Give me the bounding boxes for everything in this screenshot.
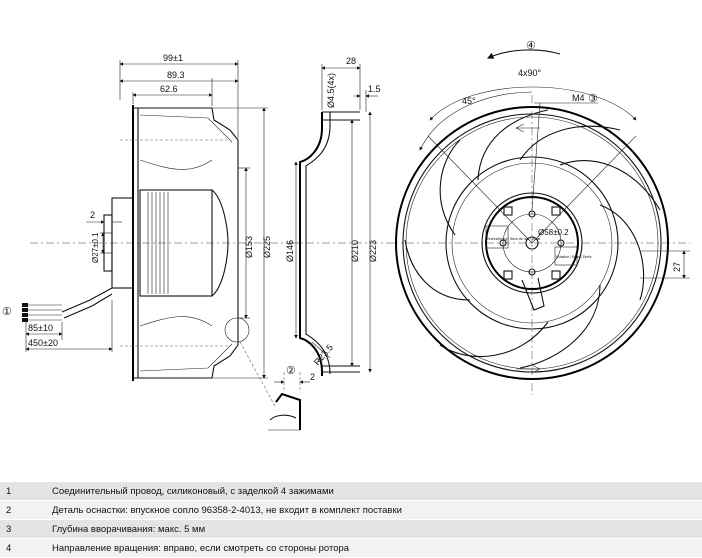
legend-number: 2 bbox=[0, 500, 46, 520]
side-view: ① 99±1 89.3 62.6 Ø153 Ø225 Ø27±0.1 2 bbox=[2, 53, 315, 431]
callout-2: ② bbox=[286, 365, 296, 377]
dim-angle-45: 45° bbox=[462, 96, 476, 106]
label-plate-left: Drehrichtung / Sens de rot. / Rotat. bbox=[487, 237, 541, 241]
dim-hub-diameter: Ø27±0.1 bbox=[91, 232, 100, 263]
callout-4: ④ bbox=[526, 40, 536, 52]
legend-row: 2 Деталь оснастки: впускное сопло 96358-… bbox=[0, 500, 702, 520]
legend-text: Деталь оснастки: впускное сопло 96358-2-… bbox=[46, 500, 702, 520]
legend-row: 1 Соединительный провод, силиконовый, с … bbox=[0, 481, 702, 501]
dim-hole-diameter: Ø4.5(4x) bbox=[326, 73, 336, 108]
legend-table: 1 Соединительный провод, силиконовый, с … bbox=[0, 481, 702, 557]
legend-text: Соединительный провод, силиконовый, с за… bbox=[46, 481, 702, 501]
legend-text: Направление вращения: вправо, если смотр… bbox=[46, 538, 702, 557]
legend-number: 1 bbox=[0, 481, 46, 501]
dim-cable-85: 85±10 bbox=[28, 323, 53, 333]
front-view: Drehrichtung / Sens de rot. / Rotat. Rot… bbox=[390, 40, 690, 395]
dim-width-89: 89.3 bbox=[167, 70, 185, 80]
dim-width-1-5: 1.5 bbox=[368, 84, 381, 94]
dim-diameter-146: Ø146 bbox=[285, 240, 295, 262]
nozzle-view: 28 1.5 Ø4.5(4x) Ø146 Ø210 Ø223 R23.5 bbox=[285, 56, 390, 376]
dim-flange-offset: 2 bbox=[90, 210, 95, 220]
dim-detail-2: 2 bbox=[310, 372, 315, 382]
legend-text: Глубина вворачивания: макс. 5 мм bbox=[46, 519, 702, 539]
legend-row: 3 Глубина вворачивания: макс. 5 мм bbox=[0, 519, 702, 539]
dim-cable-450: 450±20 bbox=[28, 338, 58, 348]
dim-diameter-223: Ø223 bbox=[368, 240, 378, 262]
callout-3: ③ bbox=[588, 93, 598, 105]
dim-thread-m4: M4 bbox=[572, 93, 585, 103]
technical-drawing: ① 99±1 89.3 62.6 Ø153 Ø225 Ø27±0.1 2 bbox=[2, 40, 690, 431]
legend-row: 4 Направление вращения: вправо, если смо… bbox=[0, 538, 702, 557]
dim-diameter-225: Ø225 bbox=[262, 236, 272, 258]
cable-wires bbox=[22, 303, 62, 322]
dim-diameter-153: Ø153 bbox=[244, 236, 254, 258]
legend-number: 3 bbox=[0, 519, 46, 539]
dim-width-28: 28 bbox=[346, 56, 356, 66]
dim-angle-4x90: 4x90° bbox=[518, 68, 542, 78]
dim-diameter-210: Ø210 bbox=[350, 240, 360, 262]
impeller-blades bbox=[404, 109, 661, 369]
legend-number: 4 bbox=[0, 538, 46, 557]
dim-width-62: 62.6 bbox=[160, 84, 178, 94]
dim-bolt-circle: Ø58±0.2 bbox=[538, 228, 569, 237]
callout-1: ① bbox=[2, 306, 12, 318]
detail-2: ② 2 bbox=[268, 365, 315, 431]
dim-overall-width: 99±1 bbox=[163, 53, 183, 63]
dim-offset-27: 27 bbox=[672, 262, 682, 272]
hub-stripes bbox=[147, 192, 169, 294]
dim-radius: R23.5 bbox=[312, 342, 335, 367]
label-plate-right: Rotation / Sens / Drehr. bbox=[556, 255, 592, 259]
